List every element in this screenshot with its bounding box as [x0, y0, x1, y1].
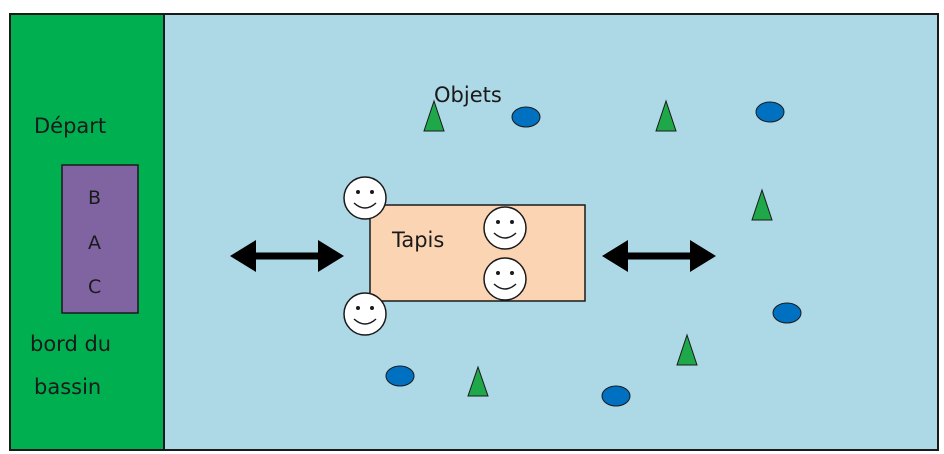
blue-ellipse-icon	[511, 106, 541, 128]
smiley-face-icon	[483, 206, 527, 250]
left-double-arrow-icon	[230, 240, 344, 272]
blue-ellipse-icon	[755, 101, 785, 123]
objets-label: Objets	[434, 83, 502, 107]
green-triangle-icon	[467, 365, 489, 397]
blue-ellipse-icon	[385, 365, 415, 387]
tapis-label: Tapis	[391, 228, 444, 252]
bord-line-2: bassin	[34, 375, 101, 399]
blue-ellipse-icon	[772, 302, 802, 324]
green-triangle-icon	[655, 99, 677, 132]
green-triangle-icon	[676, 333, 698, 366]
tapis-mat	[369, 204, 586, 302]
right-double-arrow-icon	[602, 240, 716, 272]
bac-letter-c: C	[88, 276, 101, 298]
smiley-face-icon	[343, 176, 387, 220]
bac-letter-a: A	[88, 232, 101, 254]
bac-letter-b: B	[88, 187, 101, 209]
green-triangle-icon	[751, 188, 773, 221]
smiley-face-icon	[483, 257, 527, 301]
green-triangle-icon	[423, 99, 445, 132]
smiley-face-icon	[343, 292, 387, 336]
bord-line-1: bord du	[30, 332, 111, 356]
blue-ellipse-icon	[601, 385, 631, 407]
depart-label: Départ	[34, 114, 106, 138]
bac-box: B A C	[61, 164, 139, 314]
